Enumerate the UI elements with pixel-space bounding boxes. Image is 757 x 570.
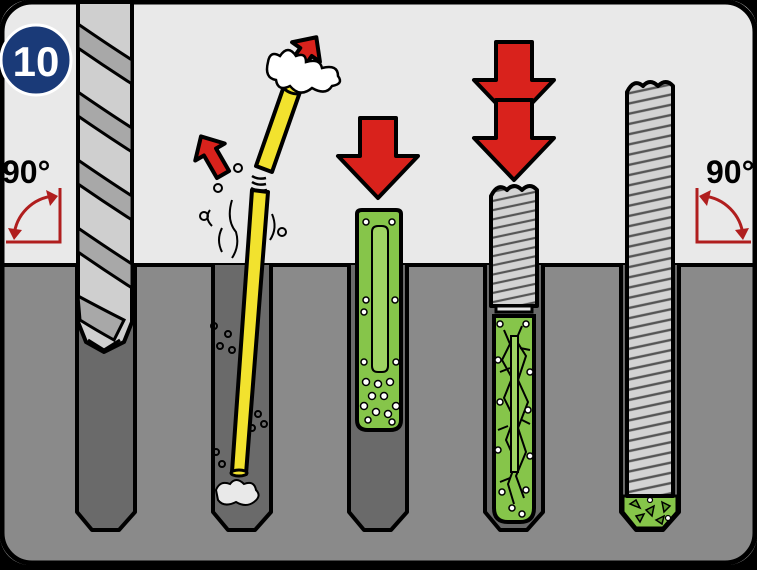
anchor-set-icon bbox=[621, 80, 679, 530]
angle-corner-right bbox=[695, 188, 751, 244]
step-badge: 10 bbox=[0, 23, 73, 97]
angle-label-left: 90° bbox=[2, 154, 50, 190]
drill-bit-icon bbox=[76, 0, 134, 354]
angle-corner-left bbox=[6, 188, 62, 244]
resin-capsule-icon bbox=[336, 116, 420, 432]
right-angle-indicator-right: 90° bbox=[695, 154, 754, 244]
right-angle-indicator-left: 90° bbox=[2, 154, 62, 244]
angle-label-right: 90° bbox=[706, 154, 754, 190]
step-number: 10 bbox=[13, 38, 60, 85]
blow-out-tube-icon bbox=[193, 35, 342, 506]
threaded-rod-insert-icon bbox=[472, 40, 556, 524]
